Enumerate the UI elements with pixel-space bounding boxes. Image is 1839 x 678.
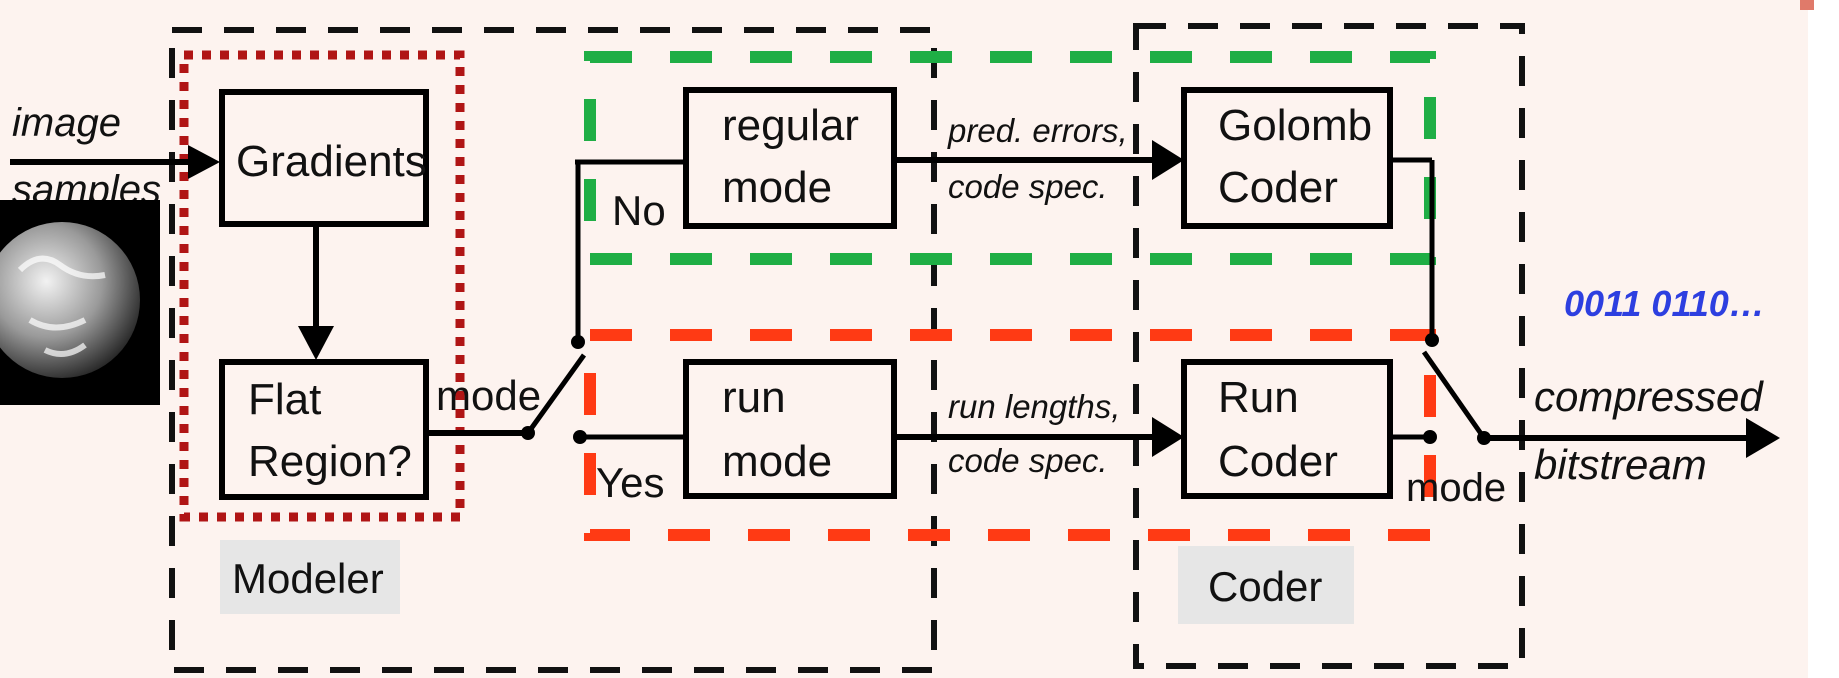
context-modeling-outline (179, 50, 465, 522)
gradients-label: Gradients (236, 137, 427, 186)
modeler-label: Modeler (232, 555, 384, 602)
golomb-coder-label-line1: Golomb (1218, 101, 1373, 150)
page-margin (1808, 0, 1839, 678)
gradients-box (219, 89, 429, 227)
earth-clouds (17, 255, 106, 357)
yes-label: Yes (596, 459, 665, 506)
input-label-line1: image (12, 101, 121, 145)
run-mode-label-line1: run (722, 373, 786, 422)
run-lengths-label-line1: run lengths, (948, 388, 1121, 425)
run-mode-box (683, 359, 897, 499)
input-label-line2: samples (12, 170, 161, 200)
run-coder-label-line1: Run (1218, 373, 1299, 422)
pred-errors-arrowhead (1152, 140, 1184, 180)
coder-label: Coder (1208, 563, 1323, 610)
switch-blade-left (525, 353, 587, 435)
pred-errors-label-line2: code spec. (948, 168, 1108, 205)
run-lengths-arrowhead (1152, 417, 1184, 457)
switch-blade-right (1421, 350, 1487, 440)
mode-label-right: mode (1406, 466, 1507, 510)
coder-group-outline (1133, 23, 1525, 669)
regular-mode-label-line1: regular (722, 101, 859, 150)
corner-mark (1800, 0, 1814, 10)
run-mode-label-line2: mode (722, 437, 833, 486)
switch-contact-right-top (1425, 333, 1439, 347)
flat-region-label-line2: Region? (248, 437, 412, 486)
flat-region-box (219, 359, 429, 500)
coder-tag (1178, 546, 1354, 624)
golomb-coder-label-line2: Coder (1218, 163, 1338, 212)
bitstream-sample: 0011 0110… (1564, 283, 1765, 324)
modeler-tag (220, 540, 400, 614)
run-path-outline (584, 329, 1436, 541)
no-label: No (612, 187, 666, 234)
gradient-to-flat-arrowhead (298, 326, 334, 360)
mode-label-left: mode (436, 372, 542, 419)
output-arrowhead (1746, 418, 1780, 458)
regular-mode-label-line2: mode (722, 163, 833, 212)
switch-contact-right-bottom (1423, 430, 1437, 444)
run-coder-label-line2: Coder (1218, 437, 1338, 486)
regular-path-outline (584, 51, 1436, 265)
flat-region-label-line1: Flat (248, 375, 322, 424)
pred-errors-label-line1: pred. errors, (948, 112, 1128, 149)
run-coder-box (1181, 359, 1393, 499)
compressed-label-line2: bitstream (1534, 441, 1707, 488)
modeler-group-outline (169, 27, 937, 673)
input-arrowhead (188, 145, 220, 179)
compressed-label-line1: compressed (1534, 373, 1763, 420)
run-lengths-label-line2: code spec. (948, 442, 1108, 479)
